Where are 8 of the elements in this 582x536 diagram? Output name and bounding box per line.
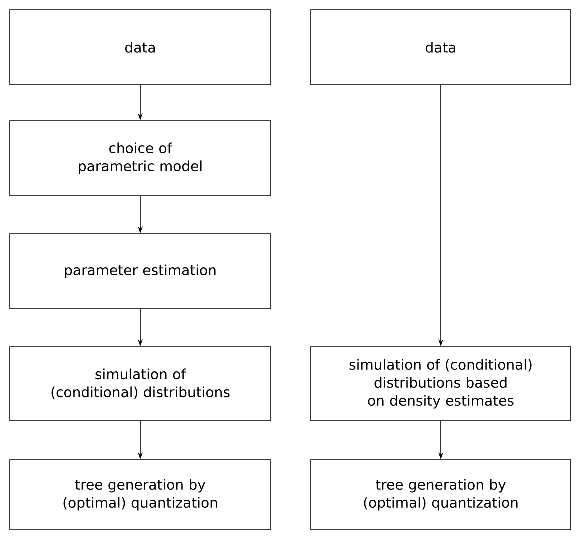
process-box: simulation of (conditional) distributions based on density estimates — [310, 346, 572, 422]
process-box: tree generation by (optimal) quantization — [310, 460, 572, 530]
process-box: data — [310, 10, 572, 86]
process-box: data — [10, 10, 272, 86]
process-box: tree generation by (optimal) quantization — [10, 460, 272, 530]
process-box: simulation of (conditional) distributions — [10, 346, 272, 422]
process-box: parameter estimation — [10, 234, 272, 310]
process-box: choice of parametric model — [10, 120, 272, 196]
